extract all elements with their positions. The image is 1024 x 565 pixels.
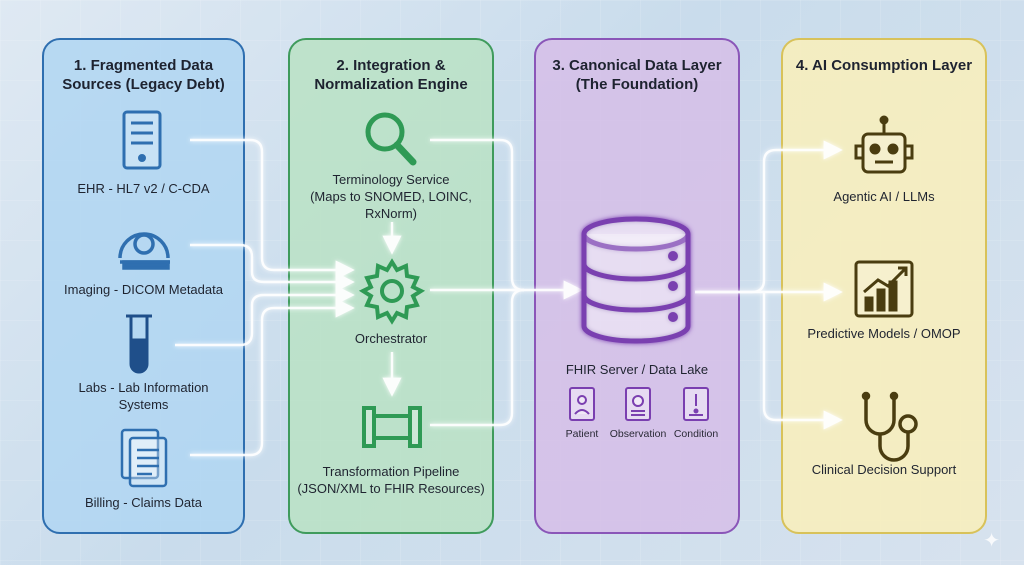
panel-title: 4. AI Consumption Layer — [795, 57, 973, 74]
patient-resource-icon — [569, 387, 595, 421]
transformation-pipeline-label: Transformation Pipeline (JSON/XML to FHI… — [297, 464, 485, 496]
observation-resource-label: Observation — [609, 428, 667, 440]
agentic-ai-label: Agentic AI / LLMs — [833, 189, 935, 204]
flow-ehr-to-orchestrator — [190, 138, 355, 280]
panel-title: 2. Integration & Normalization Engine — [314, 57, 468, 93]
test-tube-icon — [126, 314, 152, 374]
patient-resource-label: Patient — [565, 428, 599, 440]
gear-icon — [358, 258, 426, 325]
stethoscope-icon — [861, 391, 918, 462]
orchestrator-label: Orchestrator — [354, 331, 428, 346]
flow-db-to-cds — [762, 292, 843, 430]
panel-title: 3. Canonical Data Layer (The Foundation) — [552, 57, 722, 93]
fhir-server-label: FHIR Server / Data Lake — [565, 362, 709, 377]
flow-imaging-to-orchestrator — [190, 243, 355, 292]
pipe-icon — [362, 406, 422, 448]
flow-pipeline-to-canonical — [430, 288, 525, 427]
panel-integration-engine: 2. Integration & Normalization Engine — [288, 38, 494, 534]
database-icon — [581, 216, 691, 344]
ehr-label: EHR - HL7 v2 / C-CDA — [77, 181, 210, 196]
terminology-service-label: Terminology Service (Maps to SNOMED, LOI… — [310, 172, 472, 221]
imaging-scanner-icon — [118, 232, 170, 270]
panel-title: 1. Fragmented Data Sources (Legacy Debt) — [62, 57, 225, 93]
sparkle-icon: ✦ — [983, 530, 1000, 552]
labs-label: Labs - Lab Information Systems — [78, 380, 209, 412]
magnifier-icon — [365, 112, 417, 166]
condition-resource-label: Condition — [673, 428, 719, 440]
chart-icon — [854, 260, 914, 318]
flow-terminology-to-canonical — [430, 138, 525, 292]
imaging-label: Imaging - DICOM Metadata — [64, 282, 223, 297]
panel-ai-consumption: 4. AI Consumption Layer — [781, 38, 987, 534]
panel-data-sources: 1. Fragmented Data Sources (Legacy Debt) — [42, 38, 245, 534]
documents-icon — [120, 428, 168, 488]
condition-resource-icon — [683, 387, 709, 421]
clinical-decision-support-label: Clinical Decision Support — [811, 462, 957, 477]
predictive-models-label: Predictive Models / OMOP — [807, 326, 961, 341]
flow-labs-to-orchestrator — [175, 285, 355, 347]
observation-resource-icon — [625, 387, 651, 421]
billing-label: Billing - Claims Data — [84, 495, 203, 510]
flow-billing-to-orchestrator — [190, 298, 355, 457]
flow-db-to-agentic — [695, 140, 843, 294]
server-icon — [122, 110, 162, 170]
robot-icon — [854, 115, 914, 174]
